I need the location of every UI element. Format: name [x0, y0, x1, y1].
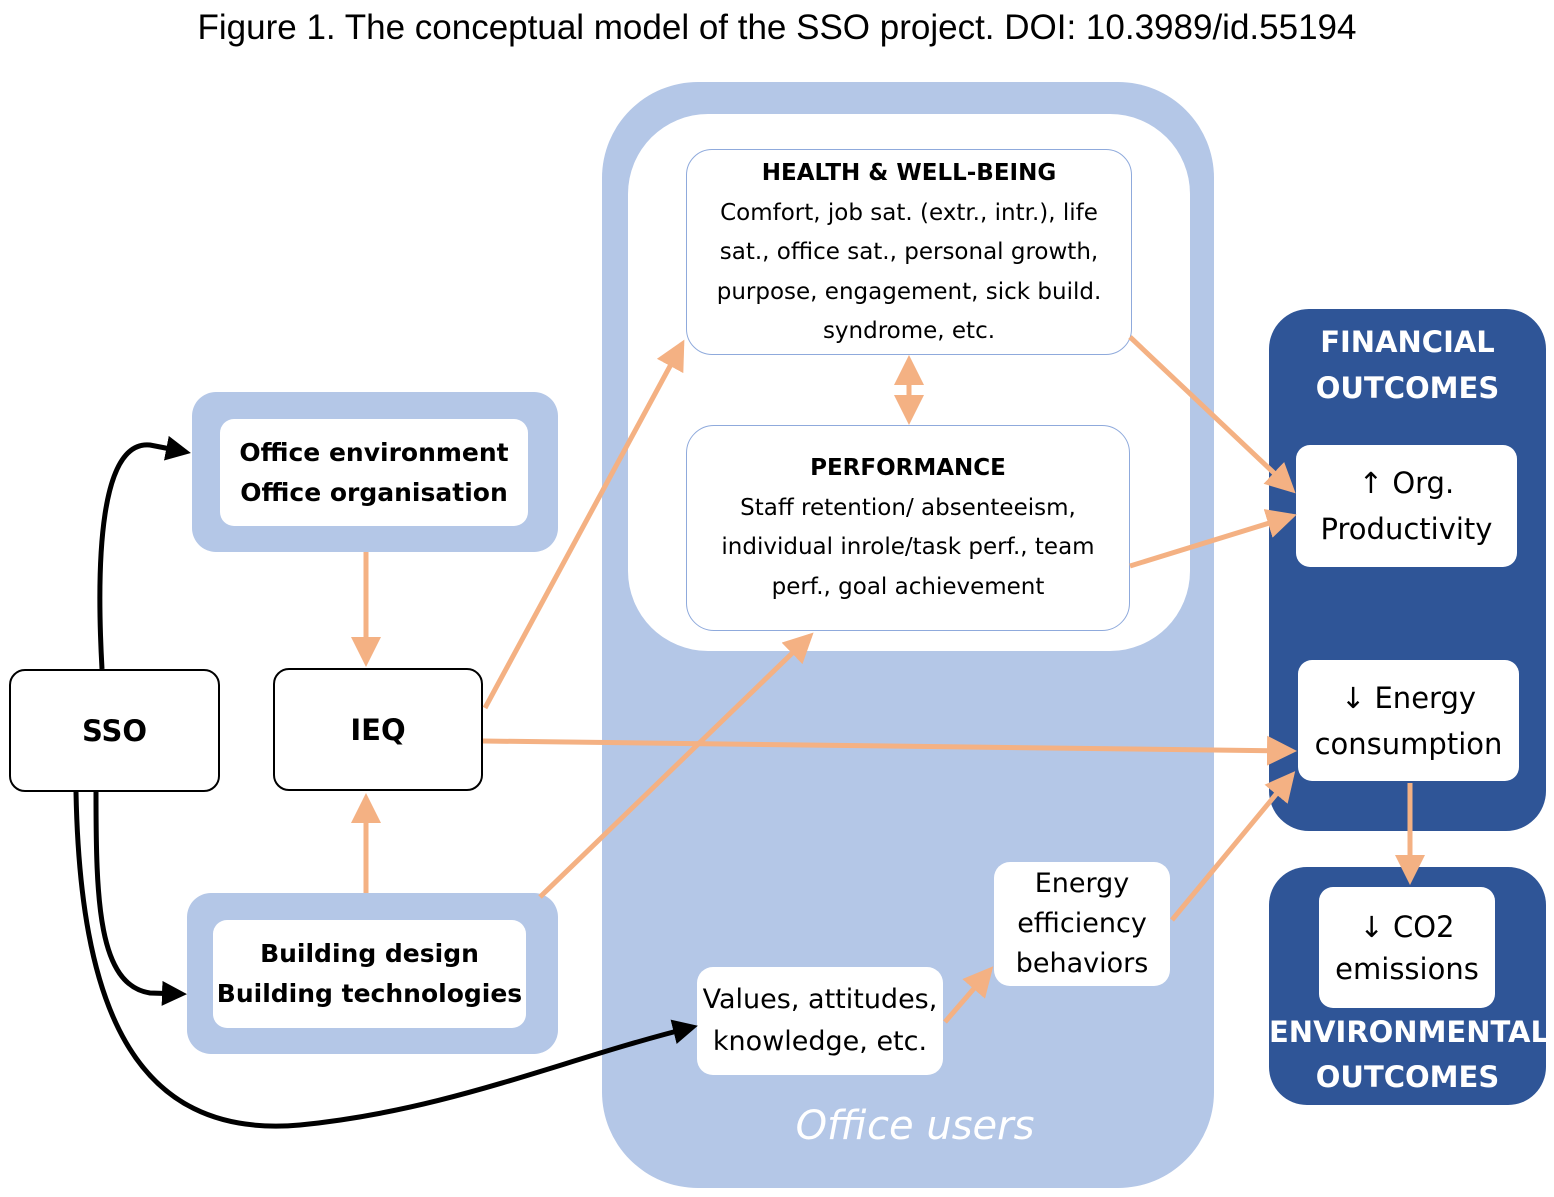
figure-title: Figure 1. The conceptual model of the SS…: [197, 8, 1357, 47]
health-heading: HEALTH & WELL-BEING: [761, 160, 1057, 187]
energy-behaviors-box: Energy efficiency behaviors: [994, 862, 1170, 986]
performance-box: PERFORMANCE Staff retention/ absenteeism…: [686, 425, 1130, 631]
co2-line: ↓ CO2: [1359, 909, 1455, 944]
arrow-sso-to-building: [93, 791, 187, 1006]
office-environment-line: Office organisation: [240, 477, 508, 507]
financial-heading-line: OUTCOMES: [1315, 371, 1500, 405]
energy-consumption-line: ↓ Energy: [1340, 680, 1477, 715]
arrow-sso-to-values: [73, 791, 698, 1129]
values-box: Values, attitudes, knowledge, etc.: [697, 967, 943, 1075]
financial-outcomes-heading: FINANCIAL OUTCOMES: [1269, 319, 1546, 411]
health-line: Comfort, job sat. (extr., intr.), life: [720, 199, 1098, 226]
office-environment-box: Office environment Office organisation: [220, 419, 528, 526]
office-users-label: Office users: [795, 1103, 1035, 1149]
health-line: sat., office sat., personal growth,: [719, 239, 1099, 266]
co2-box: ↓ CO2 emissions: [1319, 887, 1495, 1008]
financial-heading-line: FINANCIAL: [1320, 325, 1495, 359]
office-environment-line: Office environment: [239, 437, 509, 467]
energy-consumption-line: consumption: [1314, 726, 1503, 761]
productivity-box: ↑ Org. Productivity: [1296, 445, 1517, 567]
environmental-heading-line: ENVIRONMENTAL: [1269, 1015, 1549, 1049]
energy-behaviors-line: behaviors: [1015, 948, 1149, 979]
productivity-line: Productivity: [1320, 512, 1493, 546]
building-line: Building design: [260, 939, 479, 968]
co2-line: emissions: [1335, 951, 1479, 986]
performance-line: perf., goal achievement: [771, 573, 1045, 600]
health-line: purpose, engagement, sick build.: [716, 278, 1102, 305]
performance-line: individual inrole/task perf., team: [721, 534, 1095, 560]
environmental-outcomes-heading: ENVIRONMENTAL OUTCOMES: [1269, 1010, 1549, 1100]
arrow-values-to-behaviors: [943, 966, 994, 1024]
arrow-building-to-performance: [538, 632, 814, 899]
performance-line: Staff retention/ absenteeism,: [740, 494, 1076, 521]
energy-consumption-box: ↓ Energy consumption: [1298, 660, 1519, 781]
environmental-heading-line: OUTCOMES: [1315, 1060, 1500, 1094]
arrow-sso-to-officeenv: [97, 435, 191, 670]
arrow-behaviors-to-energy: [1170, 771, 1296, 922]
energy-behaviors-line: efficiency: [1017, 908, 1147, 939]
health-line: syndrome, etc.: [822, 318, 996, 345]
arrow-ieq-to-energy: [482, 735, 1297, 766]
values-line: Values, attitudes,: [702, 984, 938, 1015]
arrow-performance-to-productivity: [1129, 509, 1297, 569]
health-wellbeing-box: HEALTH & WELL-BEING Comfort, job sat. (e…: [686, 149, 1132, 355]
building-line: Building technologies: [216, 979, 523, 1008]
performance-heading: PERFORMANCE: [810, 455, 1006, 481]
values-line: knowledge, etc.: [712, 1026, 928, 1057]
ieq-node: IEQ: [273, 668, 483, 791]
productivity-line: ↑ Org.: [1358, 466, 1455, 500]
building-box: Building design Building technologies: [213, 920, 526, 1028]
energy-behaviors-line: Energy: [1034, 868, 1130, 899]
arrow-health-to-productivity: [1128, 335, 1296, 494]
sso-node: SSO: [9, 669, 220, 792]
arrow-ieq-to-health: [482, 339, 685, 710]
